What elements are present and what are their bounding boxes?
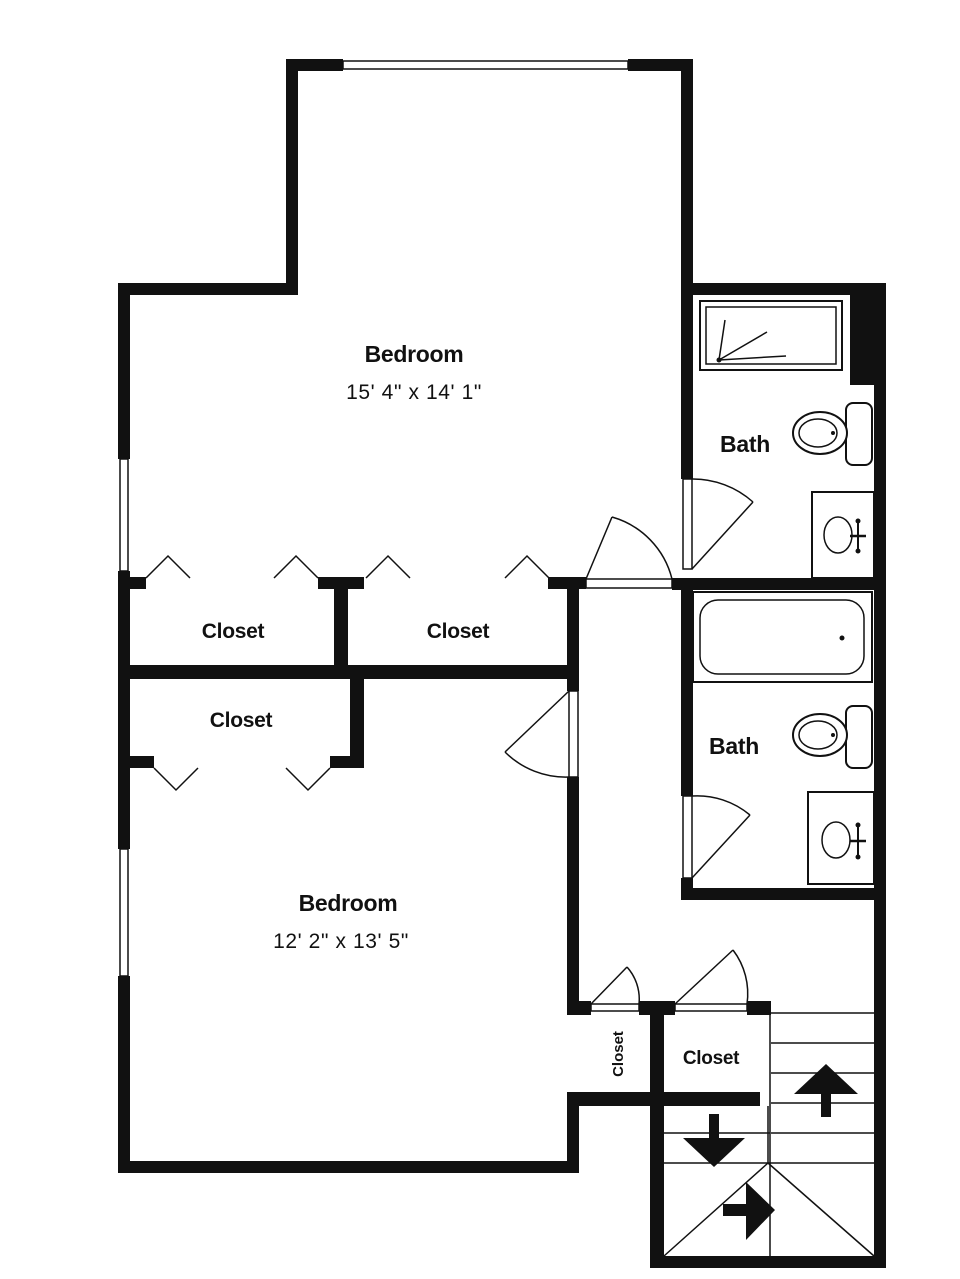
room-dims-bedroom-lower: 12' 2" x 13' 5": [273, 930, 409, 953]
bifold-door: [273, 554, 319, 579]
shower: [699, 300, 843, 371]
bifold-door: [145, 554, 191, 579]
arrow-down-icon: [683, 1114, 745, 1167]
door-closet-hall: [674, 949, 749, 1012]
doors: [145, 478, 754, 1012]
bifold-door: [285, 767, 331, 792]
door-upper-bath: [682, 478, 754, 570]
room-name-closet-mid: Closet: [427, 620, 490, 643]
walls: [118, 59, 886, 1268]
door-upper-bedroom: [585, 516, 673, 589]
room-name-bath-lower: Bath: [709, 733, 759, 759]
toilet-upper: [792, 402, 873, 466]
bathtub: [692, 591, 873, 683]
room-name-closet-narrow: Closet: [610, 1031, 627, 1077]
room-name-closet-lower: Closet: [210, 709, 273, 732]
sink-upper: [811, 491, 875, 579]
window-left-lower: [119, 848, 129, 977]
door-lower-bedroom: [504, 690, 579, 778]
bifold-door: [365, 554, 411, 579]
room-name-bedroom-upper: Bedroom: [365, 341, 464, 367]
bifold-door: [153, 767, 199, 792]
bifold-door: [504, 554, 550, 579]
door-closet-narrow: [590, 966, 641, 1012]
toilet-lower: [792, 705, 873, 769]
room-dims-bedroom-upper: 15' 4" x 14' 1": [346, 381, 482, 404]
arrow-right-icon: [723, 1182, 775, 1240]
arrow-up-icon: [794, 1064, 858, 1117]
fixtures: [692, 300, 875, 885]
room-name-bath-upper: Bath: [720, 431, 770, 457]
room-name-bedroom-lower: Bedroom: [299, 890, 398, 916]
sink-lower: [807, 791, 875, 885]
windows: [119, 60, 629, 977]
labels: Bedroom 15' 4" x 14' 1" Bedroom 12' 2" x…: [202, 341, 770, 1077]
room-name-closet-hall: Closet: [683, 1048, 740, 1069]
stairs: [663, 1012, 875, 1257]
window-top: [342, 60, 629, 70]
door-lower-bath: [682, 795, 751, 879]
room-name-closet-left: Closet: [202, 620, 265, 643]
window-left-upper: [119, 458, 129, 572]
